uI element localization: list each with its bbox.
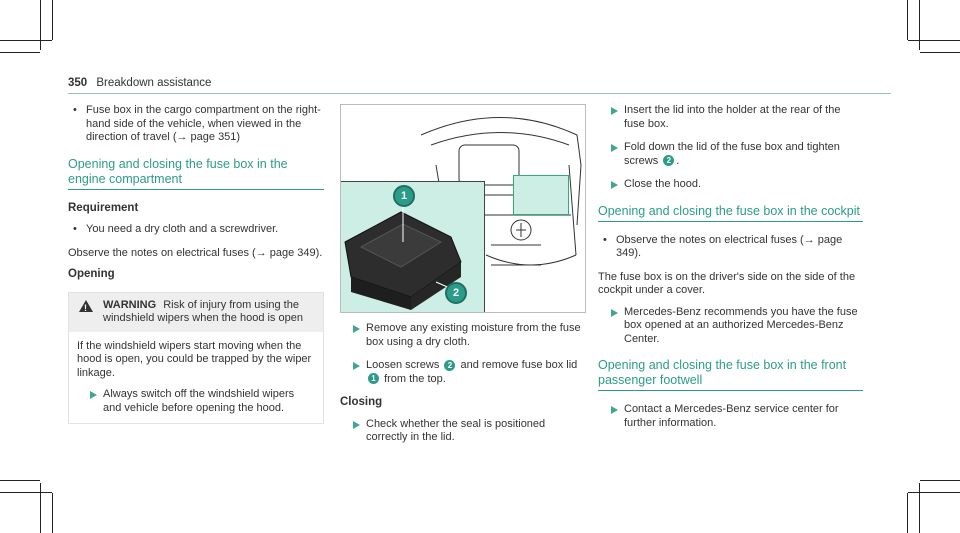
step-item: Contact a Mercedes-Benz service center f… xyxy=(598,403,863,430)
page-number: 350 xyxy=(68,77,88,89)
chapter-title: Breakdown assistance xyxy=(96,77,212,89)
fuse-box-highlight xyxy=(513,175,569,215)
crop-mark xyxy=(907,493,908,533)
step-item: Check whether the seal is positioned cor… xyxy=(340,418,585,445)
crop-mark xyxy=(40,0,41,50)
warning-header: ! WARNING Risk of injury from using the … xyxy=(69,292,323,332)
step-item: Fold down the lid of the fuse box and ti… xyxy=(598,141,863,168)
step-item: Close the hood. xyxy=(598,178,863,192)
column-1: Fuse box in the cargo compartment on the… xyxy=(68,104,324,424)
crop-mark xyxy=(0,480,40,481)
crop-mark xyxy=(908,492,960,493)
crop-mark xyxy=(52,0,53,40)
section-title-engine-compartment: Opening and closing the fuse box in the … xyxy=(68,157,324,190)
crop-mark xyxy=(0,40,52,41)
fuse-box-icon xyxy=(344,202,462,310)
requirement-heading: Requirement xyxy=(68,201,139,214)
list-item: Observe the notes on electrical fuses (→… xyxy=(598,234,863,261)
observe-text: Observe the notes on electrical fuses (→… xyxy=(68,246,323,259)
callout-ref-2: 2 xyxy=(444,359,456,371)
warning-icon: ! xyxy=(79,299,93,313)
step-item: Loosen screws 2 and remove fuse box lid … xyxy=(340,359,585,386)
crop-mark xyxy=(52,493,53,533)
crop-mark xyxy=(907,0,908,40)
step-text: Fold down the lid of the fuse box and ti… xyxy=(624,141,840,167)
engine-compartment-illustration xyxy=(420,117,582,266)
opening-heading: Opening xyxy=(68,268,115,280)
warning-body-text: If the windshield wipers start moving wh… xyxy=(77,339,312,379)
warning-step: Always switch off the windshield wipers … xyxy=(77,388,315,415)
column-3: Insert the lid into the holder at the re… xyxy=(598,104,863,440)
callout-1: 1 xyxy=(393,185,415,207)
step-item: Insert the lid into the holder at the re… xyxy=(598,104,863,131)
crop-mark xyxy=(920,52,960,53)
header-rule xyxy=(68,93,891,94)
warning-body: If the windshield wipers start moving wh… xyxy=(69,332,323,424)
step-item: Mercedes-Benz recommends you have the fu… xyxy=(598,306,863,347)
list-item: You need a dry cloth and a screwdriver. xyxy=(68,223,324,237)
step-item: Remove any existing moisture from the fu… xyxy=(340,322,585,349)
callout-2: 2 xyxy=(445,282,467,304)
closing-heading: Closing xyxy=(340,396,383,408)
crop-mark xyxy=(919,483,920,533)
warning-label: WARNING xyxy=(103,298,157,311)
step-text: from the top. xyxy=(384,372,446,385)
warning-text: Risk of injury from using the windshield… xyxy=(103,298,303,325)
list-item: Fuse box in the cargo compartment on the… xyxy=(68,104,324,145)
step-text: . xyxy=(676,154,680,167)
column-2: Remove any existing moisture from the fu… xyxy=(340,322,585,455)
section-title-cockpit: Opening and closing the fuse box in the … xyxy=(598,204,863,222)
crop-mark xyxy=(920,480,960,481)
crop-mark xyxy=(0,492,52,493)
crop-mark xyxy=(908,40,960,41)
fuse-box-detail-inset: 1 2 xyxy=(341,181,485,312)
engine-compartment-figure: 1 2 xyxy=(340,104,586,313)
callout-ref-1: 1 xyxy=(368,373,379,385)
crop-mark xyxy=(40,483,41,533)
step-text: and remove fuse box lid xyxy=(460,359,578,371)
page-header: 350 Breakdown assistance xyxy=(68,77,211,89)
section-title-footwell: Opening and closing the fuse box in the … xyxy=(598,358,863,391)
step-text: Loosen screws xyxy=(366,359,440,371)
callout-ref-2: 2 xyxy=(663,155,675,167)
warning-box: ! WARNING Risk of injury from using the … xyxy=(68,291,324,424)
crop-mark xyxy=(0,52,40,53)
cockpit-text: The fuse box is on the driver's side on … xyxy=(598,270,856,297)
crop-mark xyxy=(919,0,920,50)
